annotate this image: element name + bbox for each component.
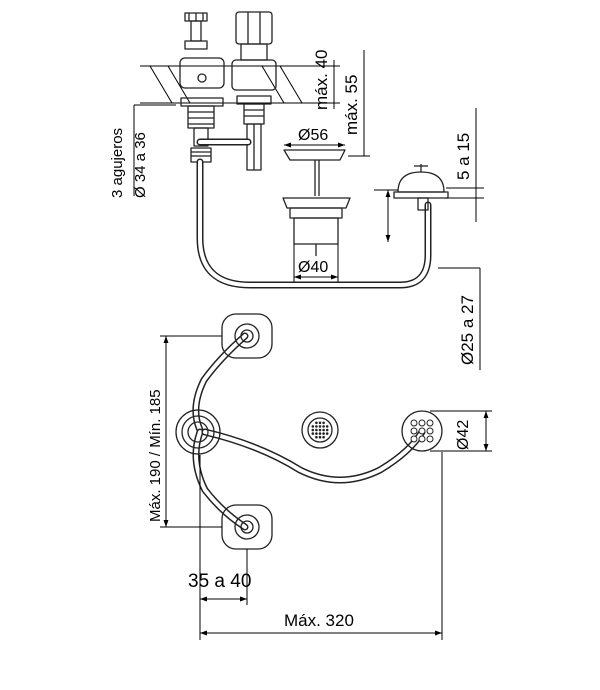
plan-view [160, 313, 492, 640]
strainer-hole [322, 425, 325, 428]
strainer-hole [311, 432, 315, 435]
strainer-hole [318, 425, 322, 428]
strainer-hole [325, 428, 329, 432]
spray-nozzle [426, 427, 434, 435]
strainer-hole [325, 425, 329, 428]
spray-nozzle [418, 435, 426, 443]
strainer-hole [318, 428, 322, 432]
spray-nozzle [410, 427, 418, 435]
strainer-hole [311, 428, 315, 432]
spray-nozzle [426, 435, 434, 443]
label-range-5-15: 5 a 15 [454, 133, 473, 180]
strainer-hole [322, 432, 325, 435]
d40-dimension [293, 244, 339, 282]
strainer-hole [311, 425, 315, 428]
strainer-hole [322, 428, 325, 432]
left-valve [179, 12, 225, 163]
label-d40: Ø40 [298, 259, 328, 276]
strainer-hole [322, 421, 325, 425]
spray-head [393, 164, 449, 211]
side-elevation [133, 11, 484, 370]
label-holes-diameter: Ø 34 a 36 [132, 132, 149, 198]
spray-nozzle [410, 435, 418, 443]
label-spacing: 35 a 40 [188, 571, 251, 592]
center-spout [175, 409, 221, 455]
label-holes-title: 3 agujeros [109, 128, 126, 198]
range-5-15-dimension [374, 108, 484, 242]
label-max-40: máx. 40 [312, 50, 331, 110]
label-vertical: Máx. 190 / Mín. 185 [147, 389, 164, 522]
d42-dimension [430, 410, 492, 452]
strainer-hole [318, 435, 322, 439]
label-d42: Ø42 [455, 420, 472, 450]
label-d56: Ø56 [298, 127, 328, 144]
spray-nozzle [426, 419, 434, 427]
max-320-dimension [200, 452, 443, 640]
vertical-dimension [160, 335, 222, 528]
spray-head-plan [401, 410, 443, 452]
spray-nozzle [418, 419, 426, 427]
spacing-dimension [199, 455, 248, 640]
strainer-hole [318, 432, 322, 435]
max-55-dimension [348, 50, 370, 157]
strainer-hole [322, 435, 325, 439]
drain-strainer [301, 411, 339, 449]
label-max-320: Máx. 320 [284, 611, 354, 630]
strainer-hole [315, 428, 318, 432]
center-valve [231, 11, 277, 171]
countertop-hatch [140, 65, 303, 104]
strainer-hole [315, 421, 318, 425]
strainer-hole [315, 432, 318, 435]
max-40-dimension [300, 60, 340, 109]
holes-dimension [133, 104, 176, 196]
spray-nozzle [410, 419, 418, 427]
spray-nozzle [418, 427, 426, 435]
strainer-hole [318, 421, 322, 425]
strainer-hole [325, 432, 329, 435]
label-range-25-27: Ø25 a 27 [458, 295, 477, 365]
range-25-27-dimension [438, 267, 481, 370]
drain-assembly [282, 149, 351, 256]
label-max-55: máx. 55 [342, 75, 361, 135]
strainer-hole [315, 435, 318, 439]
strainer-hole [315, 425, 318, 428]
